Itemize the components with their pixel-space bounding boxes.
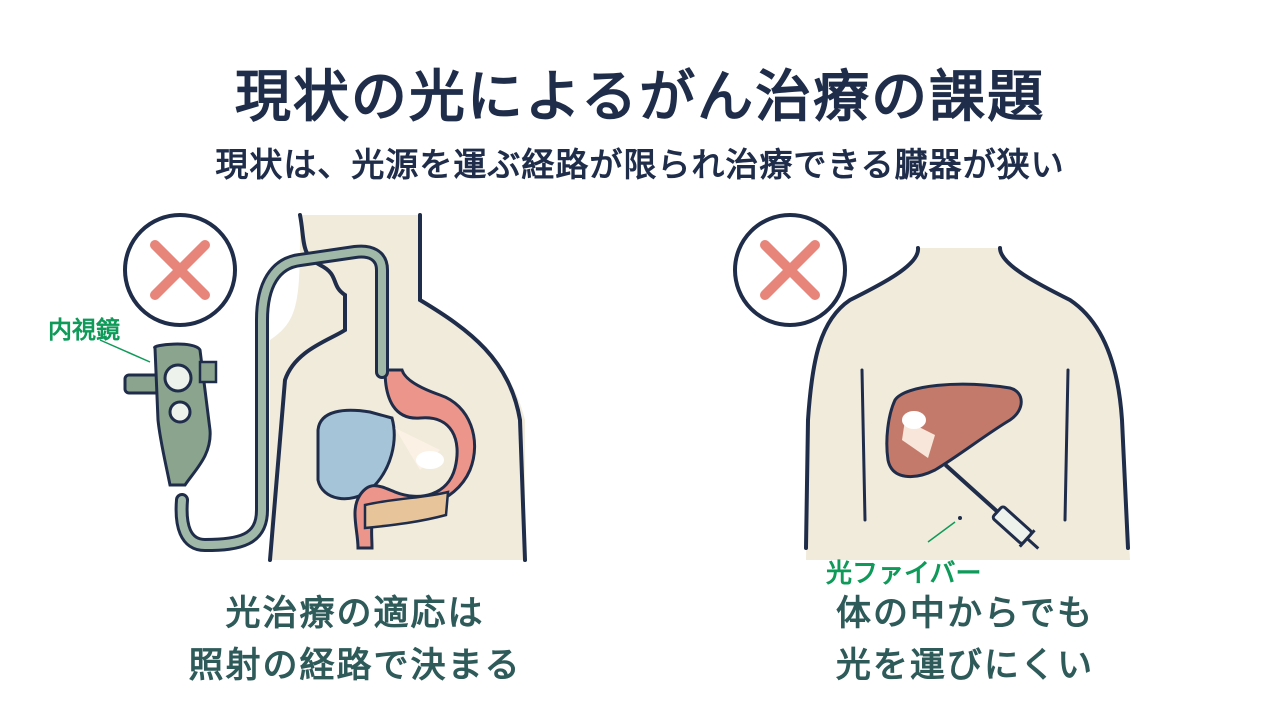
fiber-light-spot <box>902 411 926 429</box>
optical-fiber-label: 光ファイバー <box>826 559 982 589</box>
left-cross-icon <box>123 213 237 327</box>
right-caption: 体の中からでも 光を運びにくい <box>730 588 1200 692</box>
page-subtitle: 現状は、光源を運ぶ経路が限られ治療できる臓器が狭い <box>215 145 1065 184</box>
right-torso-outline <box>804 246 1130 550</box>
pancreas-organ <box>363 490 450 530</box>
right-caption-line2: 光を運びにくい <box>835 646 1095 686</box>
left-caption-line1: 光治療の適応は <box>225 594 485 634</box>
endoscope-label: 内視鏡 <box>48 316 120 344</box>
endoscope-handle <box>123 342 218 487</box>
right-liver-organ <box>885 382 1023 479</box>
left-torso-outline <box>268 213 527 562</box>
left-caption: 光治療の適応は 照射の経路で決まる <box>120 588 590 692</box>
light-spot <box>416 451 444 469</box>
fiber-light-beam <box>902 420 935 458</box>
right-panel-illustration <box>733 213 1130 560</box>
left-caption-line2: 照射の経路で決まる <box>188 646 522 686</box>
page-title: 現状の光によるがん治療の課題 <box>234 65 1046 130</box>
left-panel-illustration <box>99 213 527 562</box>
right-cross-icon <box>733 213 847 327</box>
fiber-syringe <box>944 463 1040 550</box>
left-liver-organ <box>316 408 396 501</box>
right-caption-line1: 体の中からでも <box>836 594 1094 634</box>
